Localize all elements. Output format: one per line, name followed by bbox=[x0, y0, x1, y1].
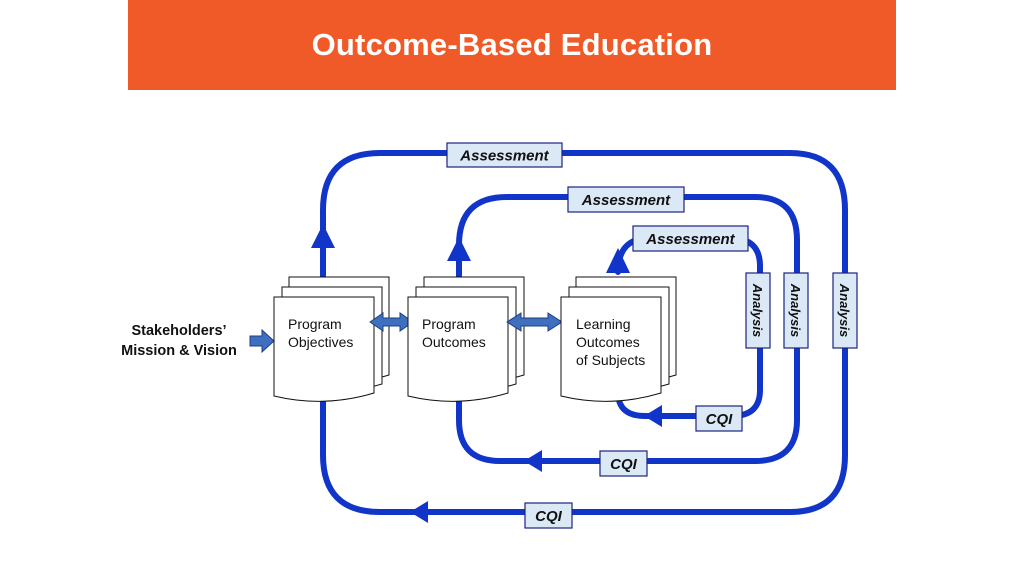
middle-loop-up-arrow bbox=[447, 237, 471, 261]
cqi-label-inner: CQI bbox=[695, 405, 743, 432]
middle-loop-left-arrow bbox=[524, 450, 542, 472]
cqi-text-middle: CQI bbox=[610, 456, 638, 473]
assessment-label-outer: Assessment bbox=[446, 142, 563, 168]
program-objectives-doc: Program Objectives bbox=[273, 276, 390, 402]
analysis-label-inner: Analysis bbox=[745, 272, 771, 349]
inner-loop-left-arrow bbox=[644, 405, 662, 427]
doc2-line1: Program bbox=[422, 316, 476, 332]
doc1-line2: Objectives bbox=[288, 334, 353, 350]
assessment-label-middle: Assessment bbox=[567, 186, 685, 213]
doc3-line1: Learning bbox=[576, 316, 631, 332]
analysis-label-outer: Analysis bbox=[832, 272, 858, 349]
inner-loop-up-arrow bbox=[606, 248, 630, 273]
title-banner: Outcome-Based Education bbox=[128, 0, 896, 90]
doc1-line1: Program bbox=[288, 316, 342, 332]
assessment-text-middle: Assessment bbox=[581, 192, 671, 209]
analysis-text-outer: Analysis bbox=[837, 283, 852, 337]
learning-outcomes-doc: Learning Outcomes of Subjects bbox=[560, 276, 677, 402]
middle-loop bbox=[456, 194, 800, 464]
stakeholders-line1: Stakeholders’ bbox=[131, 323, 226, 339]
assessment-text-outer: Assessment bbox=[459, 148, 549, 165]
doc3-line2: Outcomes bbox=[576, 334, 640, 350]
program-outcomes-doc: Program Outcomes bbox=[407, 276, 525, 402]
doc2-line2: Outcomes bbox=[422, 334, 486, 350]
analysis-text-inner: Analysis bbox=[750, 283, 765, 337]
stakeholders-line2: Mission & Vision bbox=[121, 343, 237, 359]
analysis-text-middle: Analysis bbox=[788, 283, 803, 337]
outer-loop-up-arrow bbox=[311, 224, 335, 248]
outer-loop-left-arrow bbox=[410, 501, 428, 523]
cqi-text-outer: CQI bbox=[535, 508, 563, 525]
cqi-label-middle: CQI bbox=[599, 450, 648, 477]
assessment-label-inner: Assessment bbox=[632, 225, 749, 252]
page-title: Outcome-Based Education bbox=[311, 27, 713, 62]
stakeholders-arrow bbox=[249, 328, 275, 354]
cqi-text-inner: CQI bbox=[706, 411, 734, 428]
doc3-line3: of Subjects bbox=[576, 352, 645, 368]
analysis-label-middle: Analysis bbox=[783, 272, 809, 349]
assessment-text-inner: Assessment bbox=[645, 231, 735, 248]
cqi-label-outer: CQI bbox=[524, 502, 573, 529]
